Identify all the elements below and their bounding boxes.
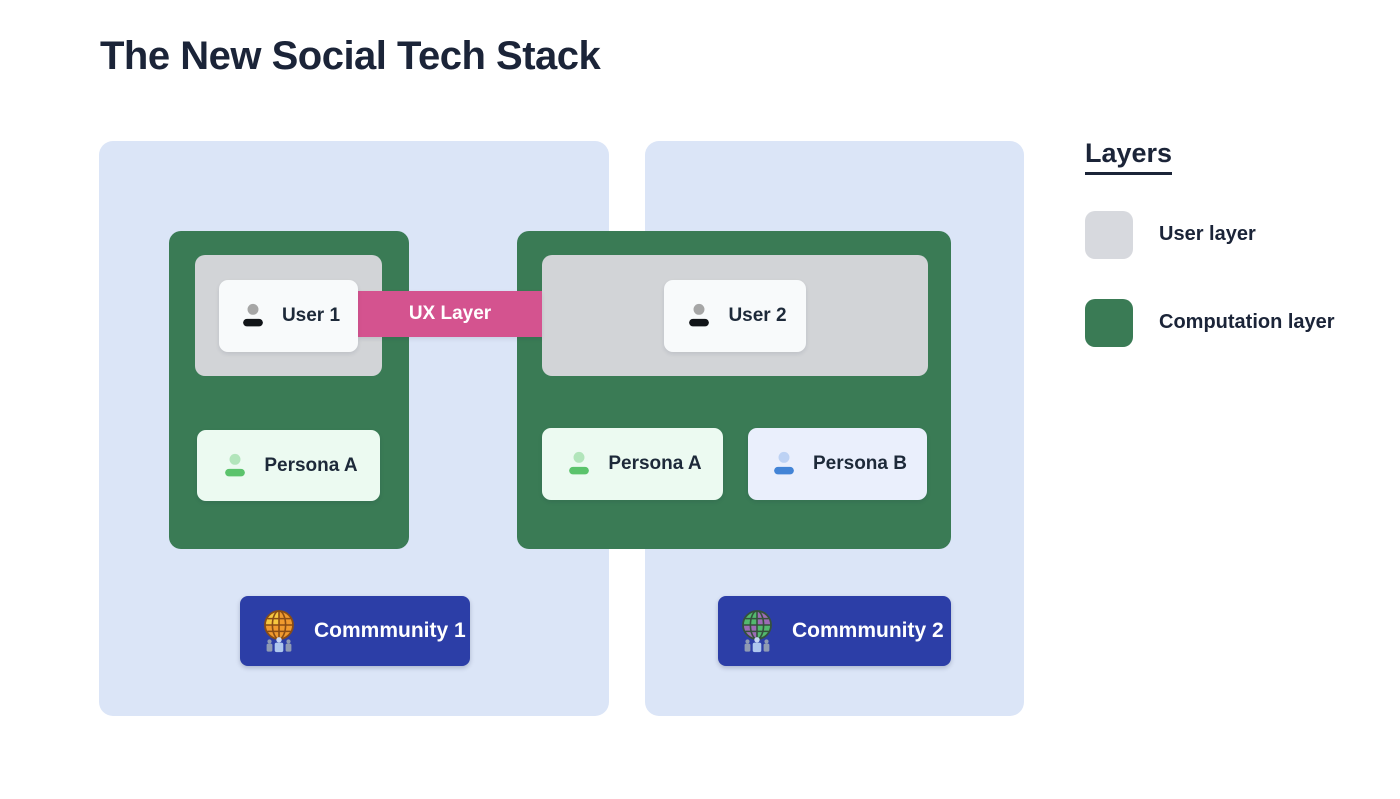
ux-layer-label: UX Layer (408, 303, 492, 324)
person-icon (243, 303, 263, 327)
community-2-label: Commmunity 2 (792, 619, 944, 642)
globe-people-icon (742, 610, 772, 653)
person-icon (774, 451, 794, 475)
legend-label-user-layer: User layer (1159, 223, 1256, 245)
user-2-label: User 2 (728, 305, 787, 326)
person-icon (689, 303, 710, 327)
community-1-badge: Commmunity 1 (240, 596, 470, 666)
persona-b-card-community-2: Persona B (748, 428, 927, 500)
person-icon (569, 451, 590, 475)
user-layer-swatch (1085, 211, 1133, 259)
persona-a-card-community-1: Persona A (197, 430, 380, 501)
page-title: The New Social Tech Stack (100, 34, 601, 78)
community-1-label: Commmunity 1 (314, 619, 466, 642)
community-2-badge: Commmunity 2 (718, 596, 951, 666)
globe-people-icon (264, 610, 294, 653)
persona-a-card-community-2: Persona A (542, 428, 723, 500)
user-1-card: User 1 (219, 280, 358, 352)
persona-b-label: Persona B (813, 453, 907, 474)
user-1-label: User 1 (281, 305, 341, 326)
computation-layer-swatch (1085, 299, 1133, 347)
user-2-card: User 2 (664, 280, 806, 352)
persona-a-label: Persona A (608, 453, 702, 474)
legend-label-computation-layer: Computation layer (1159, 311, 1335, 333)
persona-a-label: Persona A (264, 454, 358, 476)
legend-title: Layers (1085, 138, 1173, 175)
person-icon (225, 453, 246, 476)
ux-layer-connector: UX Layer (358, 291, 542, 337)
